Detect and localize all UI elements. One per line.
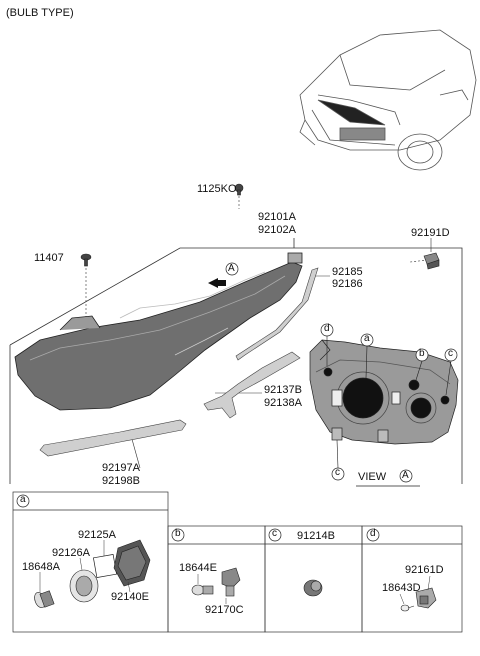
- bulb-18644e-icon: [191, 584, 214, 596]
- bulb-18648a-icon: [34, 590, 55, 609]
- callout-c-bottom-letter: c: [335, 467, 340, 478]
- panel-a-part-18648a: 18648A: [22, 561, 60, 573]
- part-label-92138a: 92138A: [264, 397, 302, 409]
- view-label: VIEW: [358, 471, 387, 483]
- bulb-18643d-icon: [400, 604, 415, 612]
- part-label-92137b: 92137B: [264, 384, 302, 396]
- panel-a-part-92140e: 92140E: [111, 591, 149, 603]
- callout-A-housing: [225, 262, 239, 276]
- part-label-92198b: 92198B: [102, 475, 140, 487]
- bolt-1125ko-icon: [234, 183, 244, 196]
- panel-b-part-18644e: 18644E: [179, 562, 217, 574]
- bracket-92197a: [39, 419, 187, 457]
- callout-A-view: [399, 469, 413, 483]
- callout-b-top: [415, 348, 429, 381]
- panel-c-part-91214b: 91214B: [297, 530, 335, 542]
- diagram-title: (BULB TYPE): [6, 7, 74, 19]
- panel-c-tag: c: [272, 528, 277, 539]
- part-label-92197a: 92197A: [102, 462, 140, 474]
- callout-a-letter: a: [364, 333, 370, 344]
- part-label-92102a: 92102A: [258, 224, 296, 236]
- callout-a-top: [360, 333, 374, 379]
- callout-A-housing-letter: A: [228, 263, 235, 274]
- callout-c-bottom: [331, 439, 345, 481]
- callout-A-view-letter: A: [402, 470, 409, 481]
- assembly-box: [9, 238, 463, 484]
- panel-a-part-92126a: 92126A: [52, 547, 90, 559]
- bracket-92137b: [203, 351, 301, 419]
- clip-92191d-icon: [423, 252, 440, 270]
- panel-a-tag: a: [20, 494, 26, 505]
- cap-92140e-icon: [113, 539, 151, 587]
- view-arrow-icon: [208, 278, 226, 288]
- callout-d-top: [320, 323, 334, 366]
- trim-strip-92185: [235, 267, 319, 361]
- socket-92170c-icon: [221, 567, 241, 597]
- part-label-92191d: 92191D: [411, 227, 450, 239]
- housing-rear-view: [309, 339, 459, 445]
- panel-b-part-92170c: 92170C: [205, 604, 244, 616]
- socket-92126a-icon: [69, 569, 99, 603]
- callout-b-letter: b: [419, 348, 425, 359]
- panel-a-part-92125a: 92125A: [78, 529, 116, 541]
- panel-d-part-18643d: 18643D: [382, 582, 421, 594]
- callout-d-letter: d: [324, 323, 330, 334]
- part-label-1125ko: 1125KO: [197, 183, 237, 195]
- panel-d-tag: d: [370, 528, 376, 539]
- part-label-92186: 92186: [332, 278, 363, 290]
- part-label-11407: 11407: [34, 252, 64, 264]
- panel-d-leaders: [399, 575, 431, 605]
- panel-tag-circles: [16, 494, 380, 542]
- panel-b-tag: b: [175, 528, 181, 539]
- part-label-92185: 92185: [332, 266, 363, 278]
- panel-grid: [12, 491, 463, 633]
- callout-c-top: [444, 348, 458, 396]
- screw-11407-icon: [80, 253, 92, 267]
- headlamp-housing: [14, 252, 303, 411]
- grommet-91214b-icon: [303, 579, 323, 597]
- gasket-92125a-icon: [93, 554, 117, 578]
- callout-c-letter: c: [448, 348, 453, 359]
- panel-b-leaders: [197, 574, 227, 604]
- panel-a-leaders: [39, 540, 131, 593]
- socket-92161d-icon: [415, 587, 437, 609]
- car-illustration: [299, 29, 477, 171]
- panel-d-part-92161d: 92161D: [405, 564, 444, 576]
- part-label-92101a: 92101A: [258, 211, 296, 223]
